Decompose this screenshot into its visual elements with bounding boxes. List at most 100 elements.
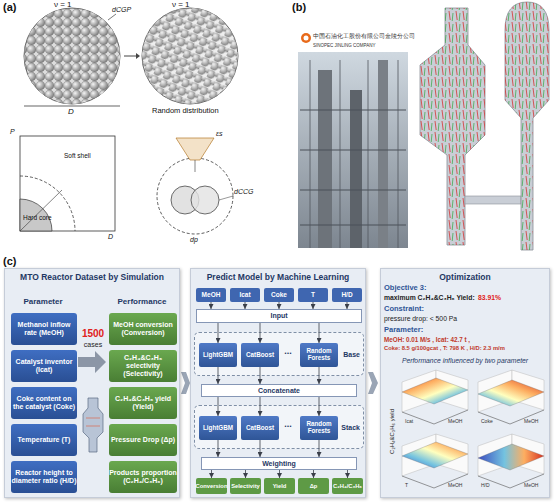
unit-label: ν = 1 — [54, 0, 72, 9]
axis-label: Coke — [481, 419, 493, 425]
reactor-cfd — [420, 2, 549, 250]
input-box: Coke — [264, 288, 294, 302]
dimension-label: D — [68, 107, 74, 116]
model-group: Stack LightGBM CatBoost Random Forests — [194, 405, 364, 449]
box-label: Reactor height to diameter ratio (H/D) — [11, 469, 77, 484]
parameter-heading: Parameter: — [384, 326, 423, 335]
box-label: C₂H₄&C₃H₆ yield (Yield) — [109, 395, 177, 410]
ellipsis: ... — [278, 346, 298, 356]
box-label: Icat — [239, 291, 250, 298]
group-label: Stack — [341, 424, 360, 431]
box-label: Selectivity — [231, 483, 260, 489]
caption-label: Random distribution — [152, 107, 219, 116]
panel-letter: (c) — [3, 255, 16, 268]
layer-bar: Weighting — [201, 457, 357, 470]
flow-chevron — [181, 372, 190, 394]
particle-cluster — [108, 14, 116, 20]
performance-box: Products proportion (C₂H₄/C₃H₆) — [109, 461, 177, 493]
plant-photo — [300, 110, 406, 225]
panel-title: Predict Model by Machine Learning — [191, 272, 365, 282]
axis-label: MeOH — [448, 483, 462, 489]
group-label: Base — [343, 351, 360, 358]
reactor-cfd — [505, 2, 549, 250]
model-box: Random Forests — [300, 416, 338, 440]
company-name: SINOPEC JINLING COMPANY — [313, 43, 375, 48]
axis-label: Icat — [405, 419, 413, 425]
shell-schematic — [195, 160, 196, 172]
output-box: Yield — [264, 478, 295, 494]
box-label: Yield — [273, 483, 287, 489]
layer-bar: Input — [196, 309, 362, 323]
reactor-cfd — [465, 196, 521, 204]
output-box: Conversion — [196, 478, 227, 494]
shell-schematic — [20, 190, 62, 231]
panel-title: MTO Reactor Dataset by Simulation — [5, 272, 179, 282]
parameter-box: Temperature (T) — [11, 424, 77, 456]
panel-title: Optimization — [381, 272, 549, 282]
box-label: T — [311, 291, 315, 298]
model-box: CatBoost — [241, 416, 279, 440]
column-header: Parameter — [10, 297, 76, 306]
particle-cluster — [136, 53, 140, 59]
column-header: Performance — [106, 297, 178, 306]
shell-schematic — [20, 176, 75, 231]
plant-photo — [318, 70, 332, 248]
box-label: Catalyst inventor (Icat) — [11, 358, 77, 373]
box-label: Methanol inflow rate (MeOH) — [11, 321, 77, 336]
case-count: 1500 — [77, 328, 109, 340]
box-label: Random Forests — [300, 421, 338, 435]
stage-panel: Optimization — [380, 268, 550, 498]
plant-photo — [350, 90, 362, 248]
diameter-label: dCGP — [112, 6, 131, 14]
box-label: H/D — [341, 291, 352, 298]
panel-letter: (b) — [292, 1, 306, 14]
box-label: Conversion — [196, 483, 228, 489]
performance-box: MeOH conversion (Conversion) — [109, 313, 177, 345]
box-label: CatBoost — [246, 425, 274, 432]
shell-schematic — [176, 138, 214, 160]
particle-cluster — [24, 106, 120, 107]
plant-photo — [301, 33, 311, 43]
parameter-box: Reactor height to diameter ratio (H/D) — [11, 461, 77, 493]
plot-caption: Performance influenced by two parameter — [382, 357, 548, 365]
region-label: Hard core — [23, 214, 52, 221]
parameter-values: MeOH: 0.01 M/s , Icat: 42.7 t , — [384, 336, 470, 343]
flow-chevron — [368, 372, 378, 394]
axis-label: P — [10, 128, 15, 136]
stage-panel: Predict Model by Machine LearningMeOH Ica… — [190, 268, 366, 498]
panel-letter: (a) — [3, 1, 16, 14]
input-box: MeOH — [196, 288, 226, 302]
reactor-cfd — [420, 8, 485, 245]
box-label: Coke content on the catalyst (Coke) — [11, 395, 77, 410]
box-label: CatBoost — [246, 352, 274, 359]
output-box: C₂H₄/C₃H₆ — [332, 478, 363, 494]
shell-schematic — [20, 136, 115, 231]
model-box: LightGBM — [199, 343, 237, 367]
input-box: H/D — [332, 288, 362, 302]
layer-bar: Concatenate — [201, 384, 357, 397]
axis-label: H/D — [481, 483, 490, 489]
ellipsis: ... — [278, 419, 298, 429]
performance-box: C₂H₄&C₃H₆ selectivity (Selectivity) — [109, 350, 177, 382]
box-label: Temperature (T) — [18, 436, 71, 444]
shell-schematic — [20, 136, 233, 234]
symbol-label: εs — [216, 130, 223, 138]
axis-label: MeOH — [524, 419, 538, 425]
objective-text: maximum C₂H₄&C₃H₆ Yield: — [384, 294, 475, 302]
particle-cluster — [20, 4, 248, 114]
box-label: LightGBM — [203, 352, 233, 359]
particle-cluster — [124, 56, 136, 57]
box-label: Δp — [310, 483, 318, 489]
parameter-box: Catalyst inventor (Icat) — [11, 350, 77, 382]
shell-schematic — [191, 186, 219, 214]
model-box: LightGBM — [199, 416, 237, 440]
shell-schematic — [157, 158, 233, 234]
axis-label: MeOH — [524, 483, 538, 489]
constraint-text: pressure drop: < 500 Pa — [384, 315, 457, 323]
plant-photo — [304, 36, 309, 41]
plant-photo — [310, 60, 398, 248]
box-label: Weighting — [262, 460, 296, 468]
box-label: Input — [270, 312, 287, 320]
box-label: C₂H₄&C₃H₆ selectivity (Selectivity) — [109, 354, 177, 377]
